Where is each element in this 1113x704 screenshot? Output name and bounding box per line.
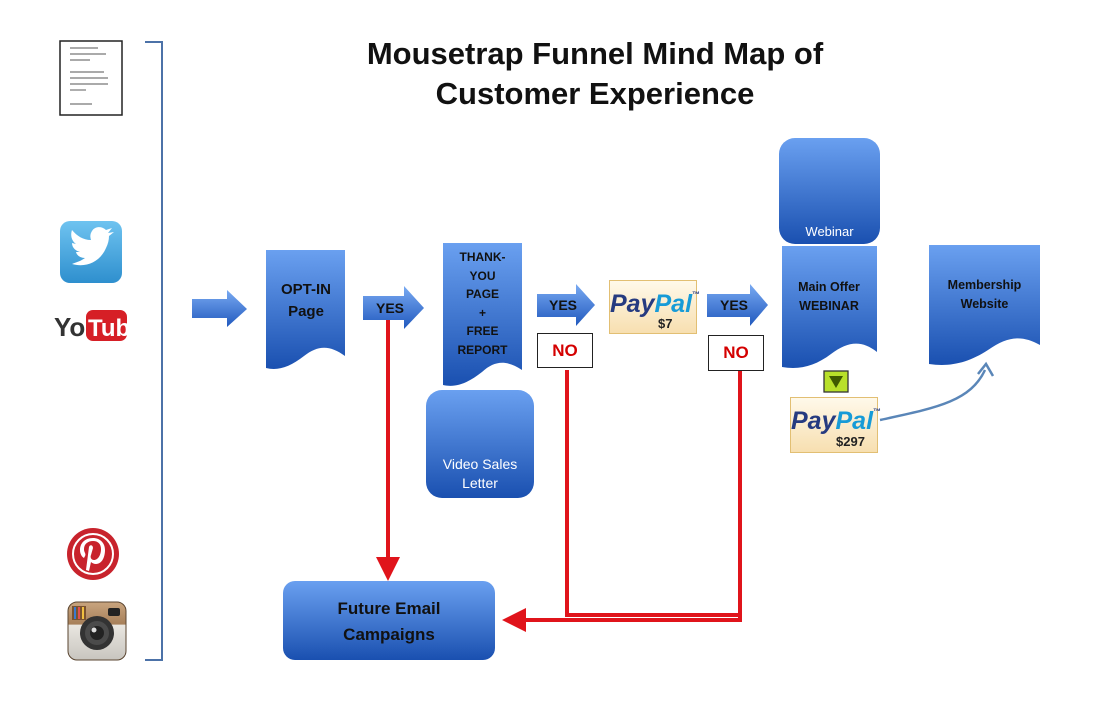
main-offer-shape (782, 246, 877, 368)
no-box-2: NO (708, 335, 764, 371)
paypal-7-amount: $7 (658, 316, 673, 331)
instagram-icon (67, 601, 127, 661)
membership-label: Membership Website (929, 276, 1040, 314)
optin-page-shape (266, 250, 345, 369)
vsl-line-2: Letter (462, 475, 498, 491)
thankyou-line-5: FREE (466, 324, 499, 339)
future-email-line-2: Campaigns (343, 625, 435, 644)
no-line-2 (502, 370, 742, 632)
return-arrow-head (977, 361, 995, 377)
future-email-shape (283, 581, 495, 660)
paypal-297-amount: $297 (836, 434, 865, 449)
vsl-line-1: Video Sales (442, 456, 518, 472)
paypal-7-tm: ™ (692, 290, 701, 299)
down-marker-icon (823, 370, 849, 393)
yes-label-1: YES (375, 300, 404, 316)
twitter-icon (60, 221, 122, 283)
optin-label: OPT-IN Page (266, 279, 346, 323)
thankyou-line-4: + (478, 305, 486, 320)
thankyou-line-1: THANK- (459, 250, 506, 264)
channel-bracket (145, 41, 163, 661)
main-offer-label: Main Offer WEBINAR (780, 278, 878, 316)
thankyou-line-3: PAGE (465, 287, 500, 302)
future-email-label: Future Email Campaigns (283, 596, 495, 648)
paypal-297-pal: Pal (835, 407, 874, 435)
paypal-297-tm: ™ (873, 407, 882, 416)
webinar-label: Webinar (805, 224, 854, 239)
paypal-297-pay: Pay (791, 407, 836, 435)
vsl-label: Video Sales Letter (426, 455, 534, 493)
thankyou-label: THANK- YOU PAGE + FREE REPORT (443, 248, 522, 360)
yes-arrow-1 (363, 286, 424, 329)
yes-arrow-3 (707, 284, 768, 326)
thankyou-page-shape (443, 243, 522, 386)
video-sales-letter-shape (426, 390, 534, 498)
yes-label-3: YES (719, 297, 748, 313)
no-line-1 (565, 370, 740, 617)
letter-document-icon (59, 40, 123, 116)
title-line-2: Customer Experience (435, 76, 755, 111)
future-email-line-1: Future Email (337, 599, 441, 618)
optin-label-line-1: OPT-IN (280, 281, 331, 298)
thankyou-line-6: REPORT (457, 342, 508, 357)
main-offer-line-1: Main Offer (798, 280, 860, 294)
membership-shape (929, 245, 1040, 365)
pinterest-icon (67, 528, 119, 580)
paypal-297-badge: PayPal™ $297 (790, 397, 881, 453)
membership-line-1: Membership (947, 278, 1022, 292)
return-arrow (879, 369, 987, 422)
paypal-7-pal: Pal (654, 290, 693, 318)
paypal-7-badge: PayPal™ $7 (609, 280, 700, 334)
paypal-7-logo: PayPal™ (610, 290, 700, 319)
yes-arrow-2 (537, 284, 595, 326)
diagram-title: Mousetrap Funnel Mind Map of Customer Ex… (300, 34, 890, 114)
paypal-297-logo: PayPal™ (791, 407, 881, 436)
webinar-shape (779, 138, 880, 244)
optin-label-line-2: Page (288, 303, 324, 320)
thankyou-line-2: YOU (469, 268, 496, 283)
main-offer-line-2: WEBINAR (799, 299, 859, 313)
membership-line-2: Website (960, 297, 1009, 311)
yes-label-2: YES (548, 297, 577, 313)
entry-arrow (192, 290, 247, 327)
paypal-7-pay: Pay (610, 290, 655, 318)
youtube-tube-text: Tube (88, 315, 144, 342)
title-line-1: Mousetrap Funnel Mind Map of (366, 36, 824, 71)
no-box-1: NO (537, 333, 593, 368)
youtube-icon: You Tube (54, 310, 144, 342)
